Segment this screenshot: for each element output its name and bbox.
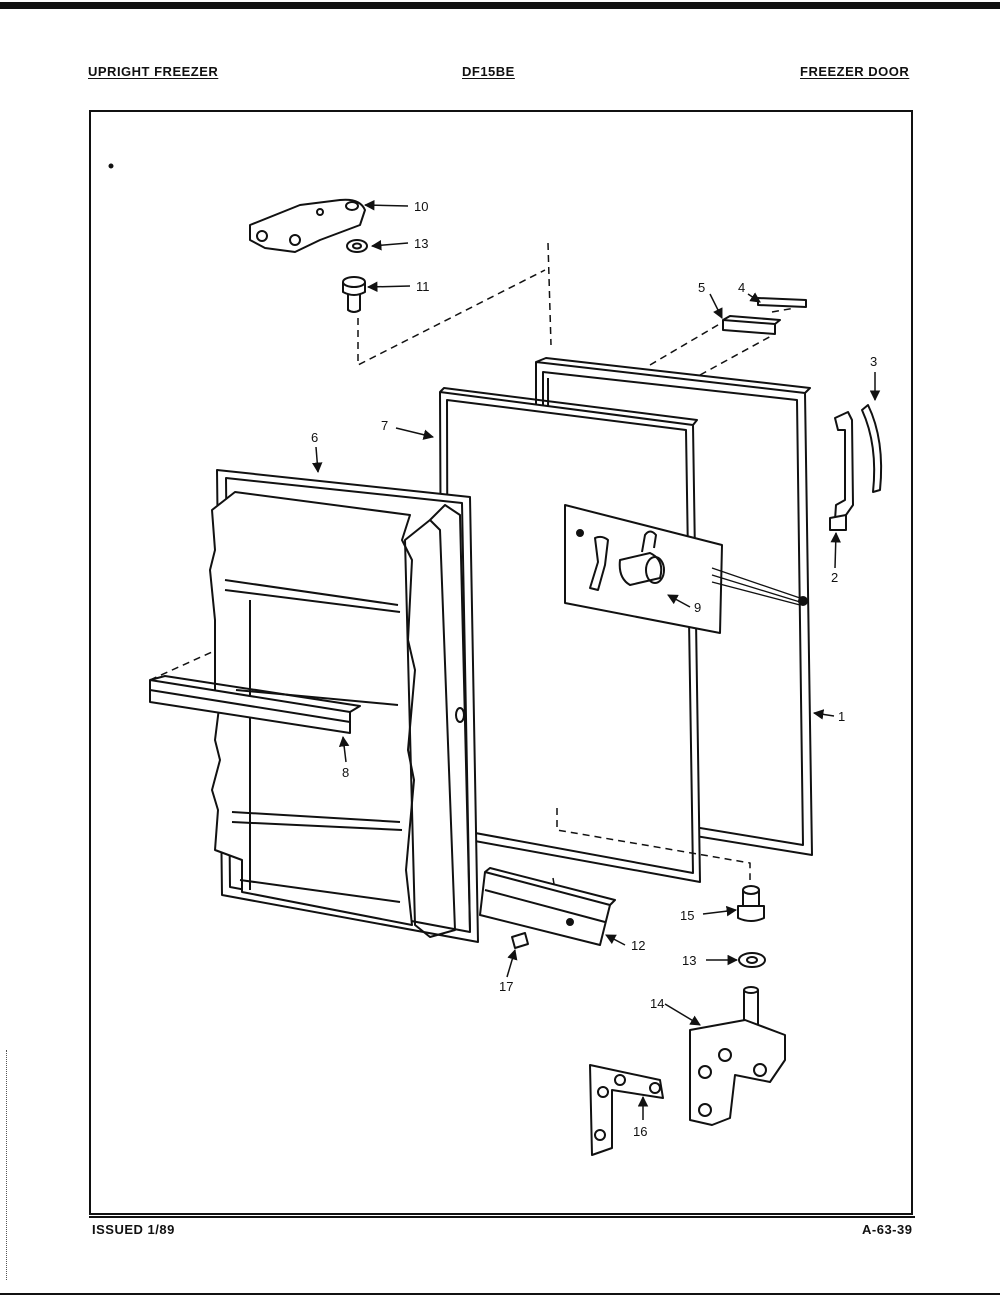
part-3-handle-trim [861,404,883,493]
part-8-shelf-rail [149,675,361,734]
callout-3: 3 [870,354,877,369]
callout-13-bottom: 13 [682,953,696,968]
callout-10: 10 [414,199,428,214]
callout-4: 4 [738,280,745,295]
part-7-gasket [439,387,701,883]
part-2-door-handle [829,411,854,531]
footer-rule [89,1216,915,1218]
stray-dot [108,163,114,169]
callout-15: 15 [680,908,694,923]
shelf-rail-alignment [149,651,213,681]
part-16-bottom-bracket [589,1064,664,1156]
header-section-title: FREEZER DOOR [800,64,910,79]
diagram-frame [89,110,913,1215]
part-11-bushing [342,276,366,313]
callout-1: 1 [838,709,845,724]
part-13-top-washer [346,239,368,253]
part-15-hinge-bushing [737,885,765,922]
strip-alignment-lines [649,307,796,376]
part-5-strip [722,315,781,335]
part-17-clip [511,932,529,949]
bottom-edge-rule [0,1293,1000,1295]
callout-11: 11 [416,279,430,294]
callout-7: 7 [381,418,388,433]
part-10-top-hinge [249,198,366,253]
callout-14: 14 [650,996,664,1011]
header-product-type: UPRIGHT FREEZER [88,64,219,79]
top-rule [0,2,1000,9]
callout-leaders [312,199,881,1120]
left-margin-rule [6,1050,8,1280]
callout-9: 9 [694,600,701,615]
callout-16: 16 [633,1124,647,1139]
callout-8: 8 [342,765,349,780]
callout-5: 5 [698,280,705,295]
callout-12: 12 [631,938,645,953]
part-13-bottom-washer [738,952,766,968]
footer-page-code: A-63-39 [862,1222,913,1237]
callout-13-top: 13 [414,236,428,251]
header-model-number: DF15BE [462,64,515,79]
part-14-bottom-hinge [689,986,786,1126]
bottom-hinge-alignment-line [552,808,751,891]
part-12-bottom-trim [479,867,616,946]
callout-17: 17 [499,979,513,994]
part-9-latch-assembly [564,504,808,634]
part-4-strip [757,297,807,308]
callout-6: 6 [311,430,318,445]
top-hinge-alignment-line [357,242,552,366]
footer-issue-date: ISSUED 1/89 [92,1222,175,1237]
callout-labels: 10 13 11 4 5 3 2 7 6 9 1 8 12 17 15 13 1… [311,199,877,1139]
callout-2: 2 [831,570,838,585]
